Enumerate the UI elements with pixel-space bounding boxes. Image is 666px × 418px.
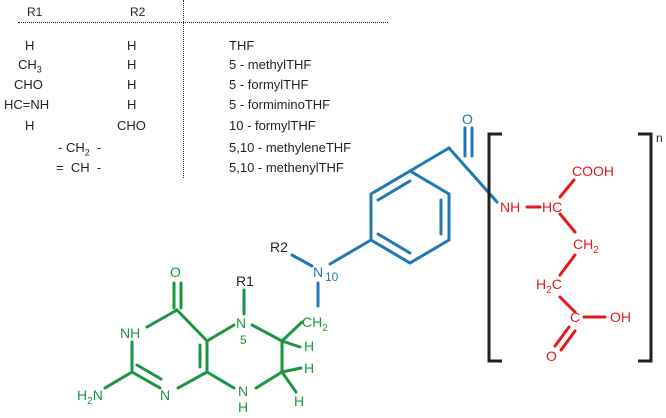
label-hc: HC <box>542 199 562 215</box>
bond-hc-cooh <box>558 178 576 199</box>
row-6-bridge: - CH2 - <box>58 140 101 161</box>
row-1-r1: H <box>25 38 35 53</box>
label-c-acid: C <box>570 309 580 325</box>
row-5-r1: H <box>25 118 35 133</box>
label-h2c: H2C <box>536 276 562 296</box>
header-separator <box>18 22 388 23</box>
row-2-name: 5 - methylTHF <box>229 57 312 72</box>
label-n-index: n <box>656 131 663 145</box>
row-2-r1-text: CH <box>18 57 37 72</box>
row-1-name: THF <box>229 38 255 53</box>
bond-c2-n1-a <box>130 370 162 390</box>
benzene-double-1 <box>376 179 412 202</box>
row-1-r2: H <box>127 38 137 53</box>
label-o-top: O <box>170 264 181 280</box>
bond-c7-h1 <box>280 366 303 374</box>
bond-c4-n3 <box>145 308 179 329</box>
header-r1: R1 <box>27 5 43 19</box>
row-4-name: 5 - formiminoTHF <box>229 97 331 112</box>
row-6-name: 5,10 - methyleneTHF <box>229 140 352 155</box>
bond-c4a-n5 <box>205 323 236 343</box>
paba-labels: N 10 O <box>313 111 473 284</box>
column-separator <box>183 0 184 178</box>
bond-c7-h2 <box>280 370 298 394</box>
label-h2n: H2N <box>77 387 103 407</box>
label-oh: OH <box>610 309 631 325</box>
bond-ch2-c <box>558 295 577 314</box>
row-7-name: 5,10 - methenylTHF <box>229 160 344 175</box>
label-h-2: H <box>304 360 314 376</box>
row-2-r1-subscript: 3 <box>36 64 42 75</box>
label-n5-number: 5 <box>240 333 247 347</box>
label-ch2-bridge: CH2 <box>302 314 328 334</box>
row-7-bridge: = CH - <box>56 160 102 175</box>
header-r2: R2 <box>130 5 146 19</box>
bond-n8-c8a <box>205 370 236 390</box>
label-h-1: H <box>304 338 314 354</box>
row-3-r1: CHO <box>14 77 43 92</box>
row-3-r2: H <box>127 77 137 92</box>
row-6-bridge-tail: - <box>89 140 102 155</box>
polyglutamate-brackets <box>487 132 653 363</box>
label-ch2-a: CH2 <box>573 236 599 256</box>
bond-n10-ring <box>328 238 373 266</box>
label-o-carbonyl: O <box>462 111 473 127</box>
label-h-3: H <box>294 393 304 409</box>
label-h-bottom: H <box>238 399 248 415</box>
row-4-r1: HC=NH <box>4 97 50 112</box>
bond-n5-c6 <box>250 323 284 343</box>
bond-ring-carbonyl <box>408 146 451 173</box>
row-2-r2: H <box>127 57 137 72</box>
label-n-ring: N <box>160 387 170 403</box>
bond-co-acid-a <box>553 325 571 348</box>
bond-co-acid-b <box>559 329 577 352</box>
pterin-bonds <box>103 281 304 394</box>
bond-c6-ch2 <box>280 320 304 343</box>
substituent-table: R1 R2 H H THF CH3 H 5 - methylTHF CHO H … <box>0 0 666 180</box>
label-n-bottom: N <box>238 383 248 399</box>
row-5-name: 10 - formylTHF <box>229 118 316 133</box>
bond-c7-n8 <box>254 370 284 390</box>
label-n5: N <box>236 315 246 331</box>
row-5-r2: CHO <box>117 118 146 133</box>
label-n10: N <box>313 264 323 280</box>
row-3-name: 5 - formylTHF <box>229 77 309 92</box>
label-cooh: COOH <box>572 163 614 179</box>
glutamate-bonds <box>525 178 607 352</box>
glutamate-labels: NH HC COOH CH2 H2C C OH O <box>500 163 631 364</box>
bond-c2-n1-b <box>135 363 163 381</box>
row-4-r2: H <box>127 97 137 112</box>
label-o-acid: O <box>546 348 557 364</box>
label-nh-amide: NH <box>500 199 520 215</box>
pterin-labels: O NH N 5 CH2 H H H H2N N N H <box>77 264 328 415</box>
benzene-ring <box>369 169 451 265</box>
label-n10-number: 10 <box>325 270 339 284</box>
row-6-bridge-subscript: 2 <box>84 147 90 158</box>
label-r2: R2 <box>270 239 288 255</box>
bond-hc-ch2 <box>558 212 577 234</box>
benzene-double-3 <box>376 232 412 255</box>
bond-c4a-c4 <box>175 308 209 343</box>
label-r1: R1 <box>236 273 254 289</box>
row-2-r1: CH3 <box>18 57 42 78</box>
label-nh-left: NH <box>120 325 140 341</box>
bond-c6-h <box>280 339 302 349</box>
bond-r2-n10 <box>290 253 314 268</box>
bond-n1-c8a <box>176 370 209 390</box>
row-6-bridge-text: - CH <box>58 140 85 155</box>
bond-ch2-ch2 <box>558 253 577 277</box>
left-bracket <box>487 132 502 363</box>
right-bracket <box>638 132 653 363</box>
bond-c2-nh2 <box>103 370 134 390</box>
